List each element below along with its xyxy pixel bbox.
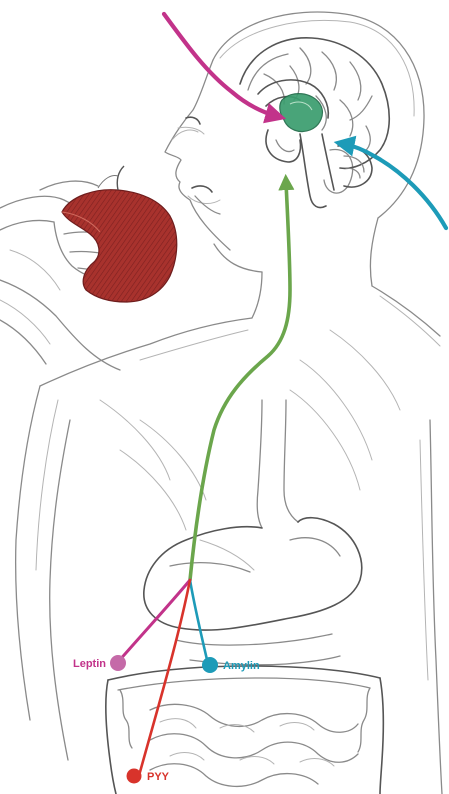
pyy-dot	[127, 769, 142, 784]
amylin-line	[190, 580, 208, 664]
pyy-label: PYY	[147, 771, 170, 783]
apple-icon	[62, 166, 177, 302]
leptin-label: Leptin	[73, 658, 106, 670]
gut-brain-pathway	[190, 182, 290, 580]
brain-icon	[240, 38, 389, 208]
leptin-dot	[110, 655, 126, 671]
amylin-label: Amylin	[223, 660, 260, 672]
digestive-organs	[106, 400, 383, 794]
leptin-line	[118, 580, 190, 662]
hypothalamus	[280, 94, 323, 132]
leptin-brain-arrow	[164, 14, 276, 116]
amylin-dot	[202, 657, 218, 673]
